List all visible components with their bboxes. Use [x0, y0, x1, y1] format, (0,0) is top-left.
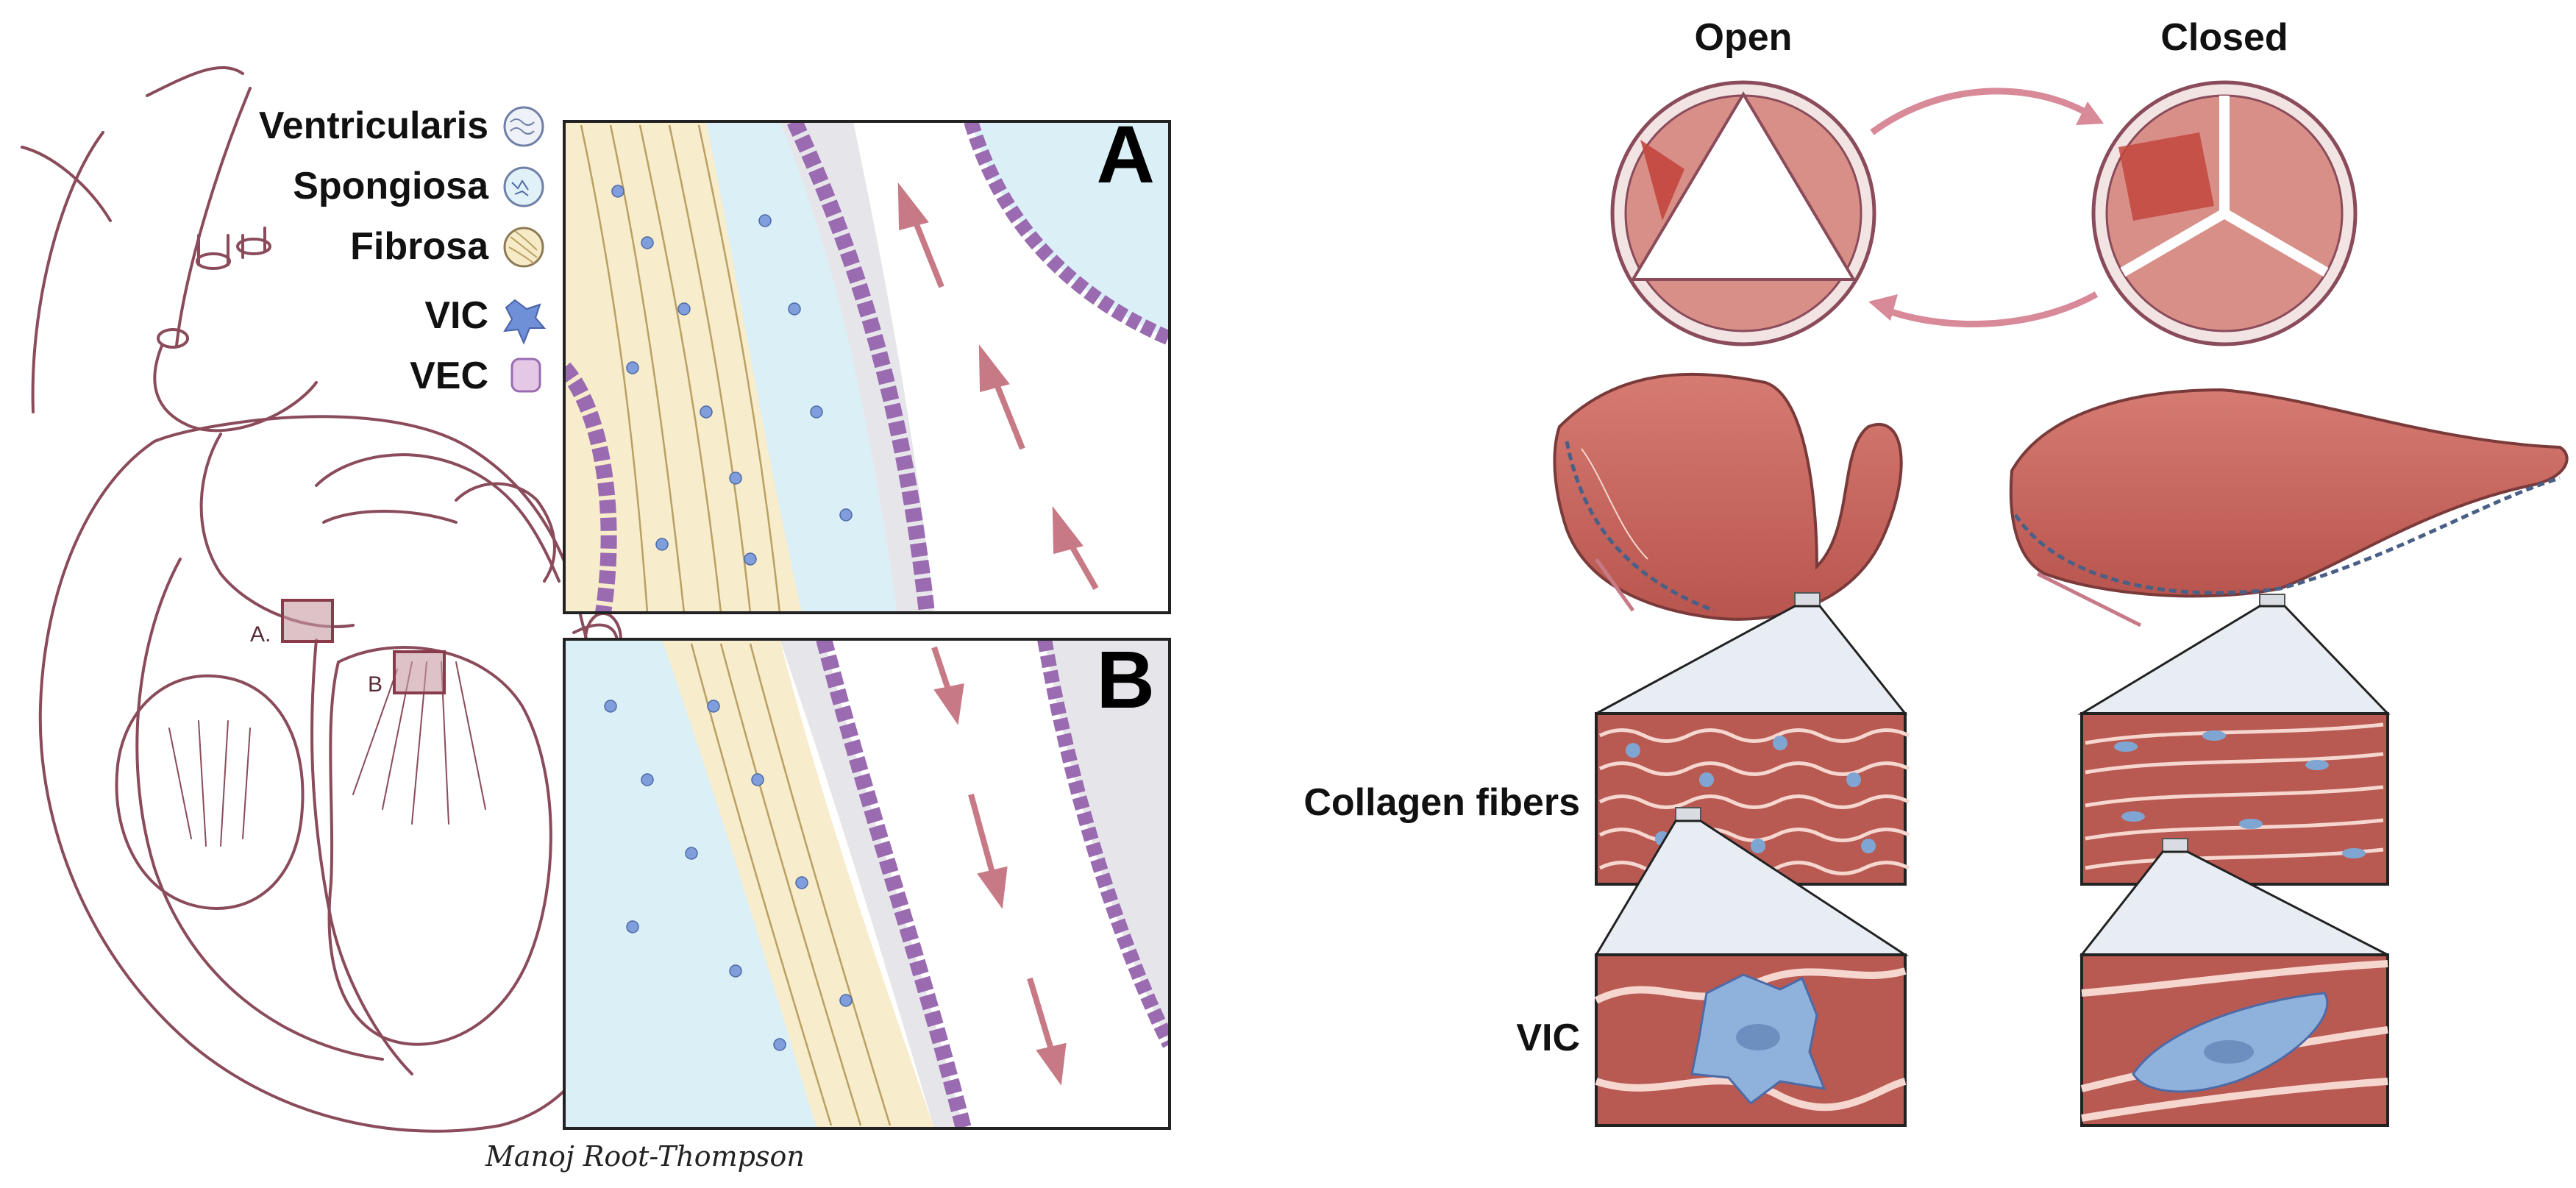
- closed-valve: [2091, 80, 2358, 346]
- collagen-fibers-label: Collagen fibers: [1303, 781, 1580, 824]
- open-valve: [1610, 80, 1876, 346]
- legend-label-vic: VIC: [424, 294, 488, 337]
- fibrosa-swatch-icon: [503, 227, 544, 268]
- vic-box-closed: [2080, 953, 2389, 1127]
- heart-region-boxes: A. B: [250, 599, 446, 697]
- artist-signature: Manoj Root-Thompson: [485, 1140, 805, 1173]
- panel-a: A: [563, 110, 1171, 614]
- vic-callouts: [1594, 819, 2388, 956]
- panel-a-letter: A: [1097, 110, 1155, 200]
- vic-row-label: VIC: [1516, 1017, 1580, 1059]
- closed-leaflet: [2009, 388, 2569, 627]
- open-leaflet: [1553, 372, 1903, 621]
- closed-label: Closed: [2160, 16, 2288, 59]
- legend-label-spongiosa: Spongiosa: [293, 165, 489, 207]
- collagen-callouts: [1595, 605, 2391, 715]
- vec-cell-icon: [510, 358, 541, 393]
- panel-b-letter: B: [1097, 635, 1155, 725]
- open-close-cycle-arrows: [1870, 88, 2099, 327]
- ventricularis-swatch-icon: [503, 106, 544, 147]
- panel-b: B: [563, 635, 1171, 1130]
- collagen-box-closed: [2080, 712, 2389, 886]
- legend-label-vec: VEC: [410, 355, 488, 397]
- region-a-box: [281, 599, 334, 643]
- spongiosa-swatch-icon: [503, 166, 544, 207]
- region-b-box: [393, 650, 446, 694]
- layer-legend: Ventricularis Spongiosa Fibrosa VIC VEC: [259, 104, 547, 397]
- cycle-arrowheads: [1868, 102, 2104, 321]
- open-label: Open: [1695, 16, 1793, 59]
- legend-label-ventricularis: Ventricularis: [259, 104, 488, 147]
- legend-label-fibrosa: Fibrosa: [350, 225, 489, 268]
- region-a-label: A.: [250, 622, 271, 647]
- vic-cell-icon: [503, 299, 547, 345]
- valve-state-labels: Open Closed: [1695, 16, 2288, 59]
- vic-box-open: [1594, 953, 1907, 1127]
- region-b-label: B: [368, 672, 383, 697]
